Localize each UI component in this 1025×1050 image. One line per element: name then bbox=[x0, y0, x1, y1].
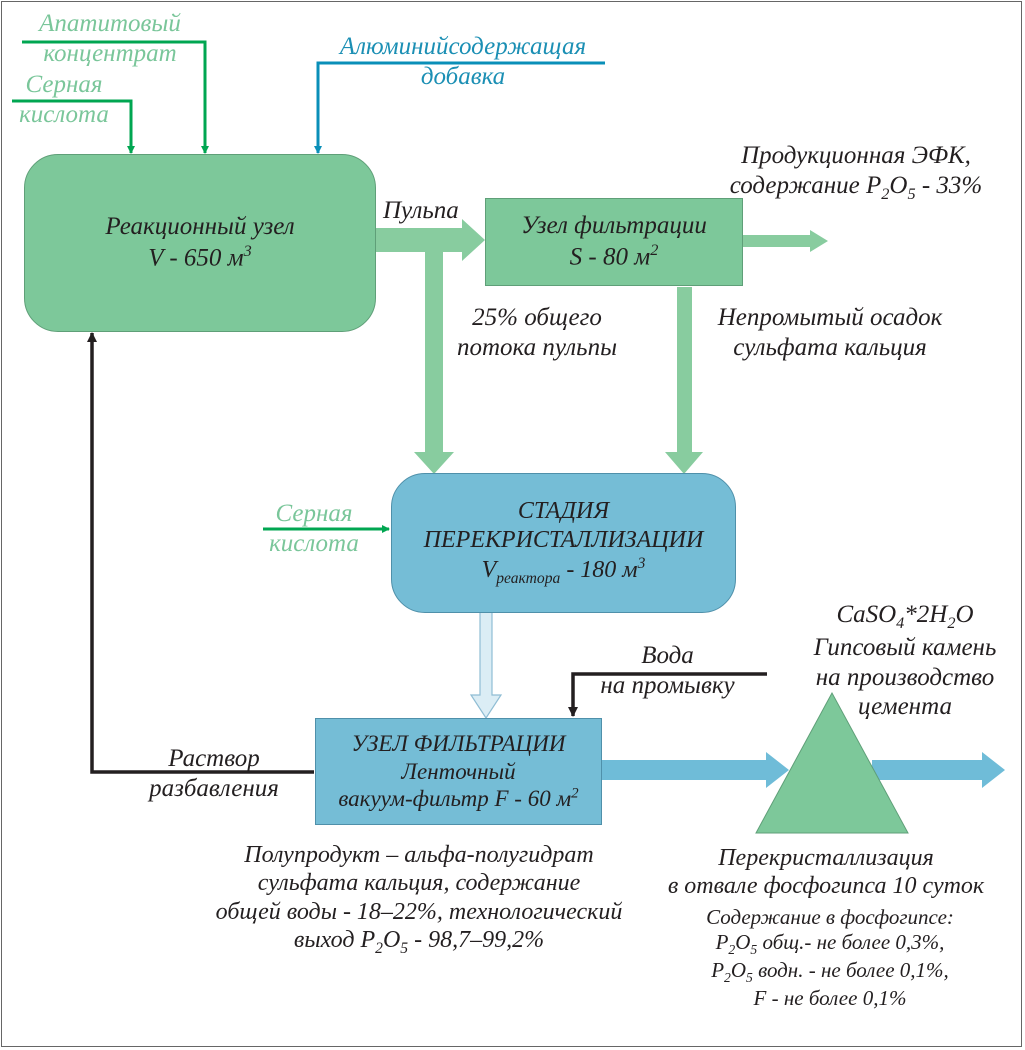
recryst-volume: Vреактора - 180 м3 bbox=[481, 555, 646, 587]
arrow-unwashed bbox=[665, 287, 703, 474]
label-gypsum: CaSO4*2H2O Гипсовый камень на производст… bbox=[813, 601, 997, 721]
arrow-water bbox=[568, 672, 767, 717]
arrow-pulp-split bbox=[414, 252, 454, 474]
arrow-from-dump bbox=[872, 752, 1005, 788]
recryst-title-line1: СТАДИЯ bbox=[517, 498, 610, 525]
arrow-efk-product bbox=[743, 230, 828, 252]
arrow-pulp bbox=[376, 219, 485, 261]
gypsum-dump-triangle bbox=[755, 691, 909, 834]
arrow-recryst-out bbox=[469, 611, 503, 720]
arrow-apatite bbox=[22, 40, 209, 154]
filter1-title: Узел фильтрации bbox=[521, 212, 707, 240]
filter1-node: Узел фильтрации S - 80 м2 bbox=[485, 198, 743, 286]
filter2-node: УЗЕЛ ФИЛЬТРАЦИИ Ленточный вакуум-фильтр … bbox=[315, 718, 602, 825]
label-semiproduct: Полупродукт – альфа-полугидрат сульфата … bbox=[215, 842, 623, 957]
reaction-title: Реакционный узел bbox=[105, 213, 295, 241]
arrow-dilution-return bbox=[87, 332, 314, 774]
filter2-line3: вакуум-фильтр F - 60 м2 bbox=[338, 785, 579, 812]
recrystallization-node: СТАДИЯ ПЕРЕКРИСТАЛЛИЗАЦИИ Vреактора - 18… bbox=[391, 473, 736, 613]
reaction-node: Реакционный узел V - 650 м3 bbox=[24, 154, 376, 332]
reaction-volume: V - 650 м3 bbox=[148, 242, 252, 272]
label-pulp: Пульпа bbox=[383, 197, 459, 224]
label-phosphogypsum-content: Содержание в фосфогипсе: P2O5 общ.- не б… bbox=[706, 905, 954, 1011]
filter2-line2: Ленточный bbox=[401, 758, 516, 784]
filter2-title: УЗЕЛ ФИЛЬТРАЦИИ bbox=[351, 731, 566, 757]
label-product-efk: Продукционная ЭФК, содержание P2O5 - 33% bbox=[729, 142, 983, 203]
arrow-aluminum bbox=[314, 61, 605, 154]
arrow-to-dump bbox=[601, 752, 789, 788]
filter1-area: S - 80 м2 bbox=[569, 241, 659, 271]
recryst-title-line2: ПЕРЕКРИСТАЛЛИЗАЦИИ bbox=[423, 527, 704, 554]
arrow-sulfuric-top bbox=[12, 99, 135, 154]
